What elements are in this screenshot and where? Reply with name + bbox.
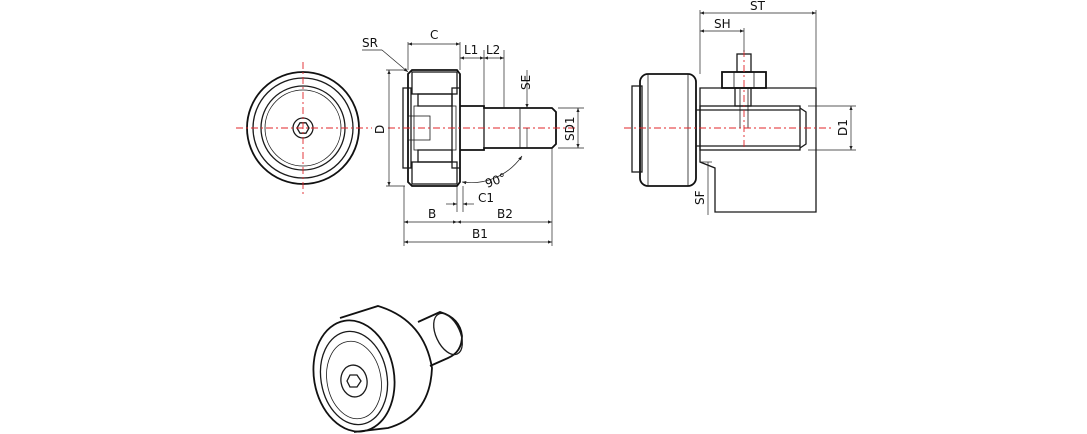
- label-sr: SR: [362, 36, 378, 50]
- iso-stud-face: [340, 364, 368, 398]
- iso-hex-socket-icon: [346, 374, 362, 388]
- ring-outline: [407, 69, 461, 187]
- sr-leader: [381, 49, 409, 73]
- label-angle: 90°: [483, 170, 508, 190]
- iso-roller-face: [312, 319, 396, 433]
- label-d1: D1: [836, 119, 850, 136]
- label-sh: SH: [714, 17, 731, 31]
- front-view: [236, 62, 372, 195]
- ring-section-top: [411, 71, 458, 95]
- label-b: B: [428, 207, 436, 221]
- section-view: C SR L1 L2 SE D SD1 90° C1: [362, 28, 584, 246]
- label-sd1: SD1: [563, 117, 577, 142]
- iso-stud: [417, 311, 463, 367]
- roller-seal: [631, 85, 643, 173]
- iso-stud-end: [433, 312, 463, 356]
- label-sf: SF: [693, 190, 707, 205]
- label-c1: C1: [478, 191, 494, 205]
- ring-section-bottom: [411, 161, 458, 185]
- label-se: SE: [519, 75, 533, 90]
- label-b1: B1: [472, 227, 488, 241]
- iso-seal-inner: [326, 340, 382, 420]
- label-b2: B2: [497, 207, 513, 221]
- roller-body: [639, 73, 697, 187]
- label-l1: L1: [464, 43, 478, 57]
- roller-bottom: [417, 149, 453, 163]
- label-d: D: [373, 125, 387, 134]
- mounted-view: ST SH D1 SF: [624, 0, 856, 215]
- label-c: C: [430, 28, 438, 42]
- iso-seal-outer: [319, 330, 389, 426]
- isometric-view: [312, 305, 463, 433]
- label-st: ST: [750, 0, 766, 13]
- set-screw-bore: [734, 87, 752, 107]
- label-l2: L2: [486, 43, 500, 57]
- angle-arc: [461, 155, 523, 185]
- iso-roller-side: [339, 305, 433, 433]
- roller-top: [417, 93, 453, 107]
